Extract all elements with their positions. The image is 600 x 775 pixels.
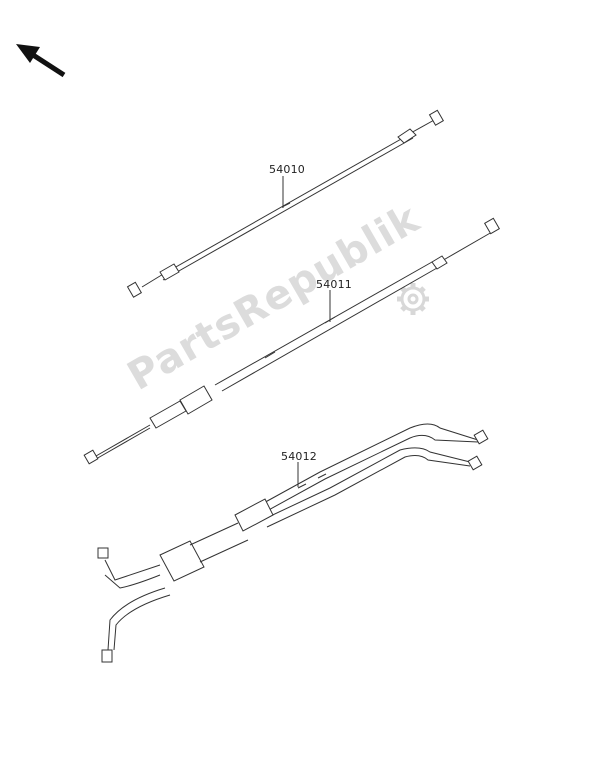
cable-54010 (126, 109, 445, 298)
leader-lines (282, 176, 331, 487)
cable-54012 (97, 423, 489, 663)
arrow-up-left-icon (16, 44, 66, 78)
cable-54011 (83, 217, 501, 465)
gear-icon (397, 283, 429, 315)
part-label-54012[interactable]: 54012 (281, 450, 317, 463)
part-label-54011[interactable]: 54011 (316, 278, 352, 291)
part-label-54010[interactable]: 54010 (269, 163, 305, 176)
